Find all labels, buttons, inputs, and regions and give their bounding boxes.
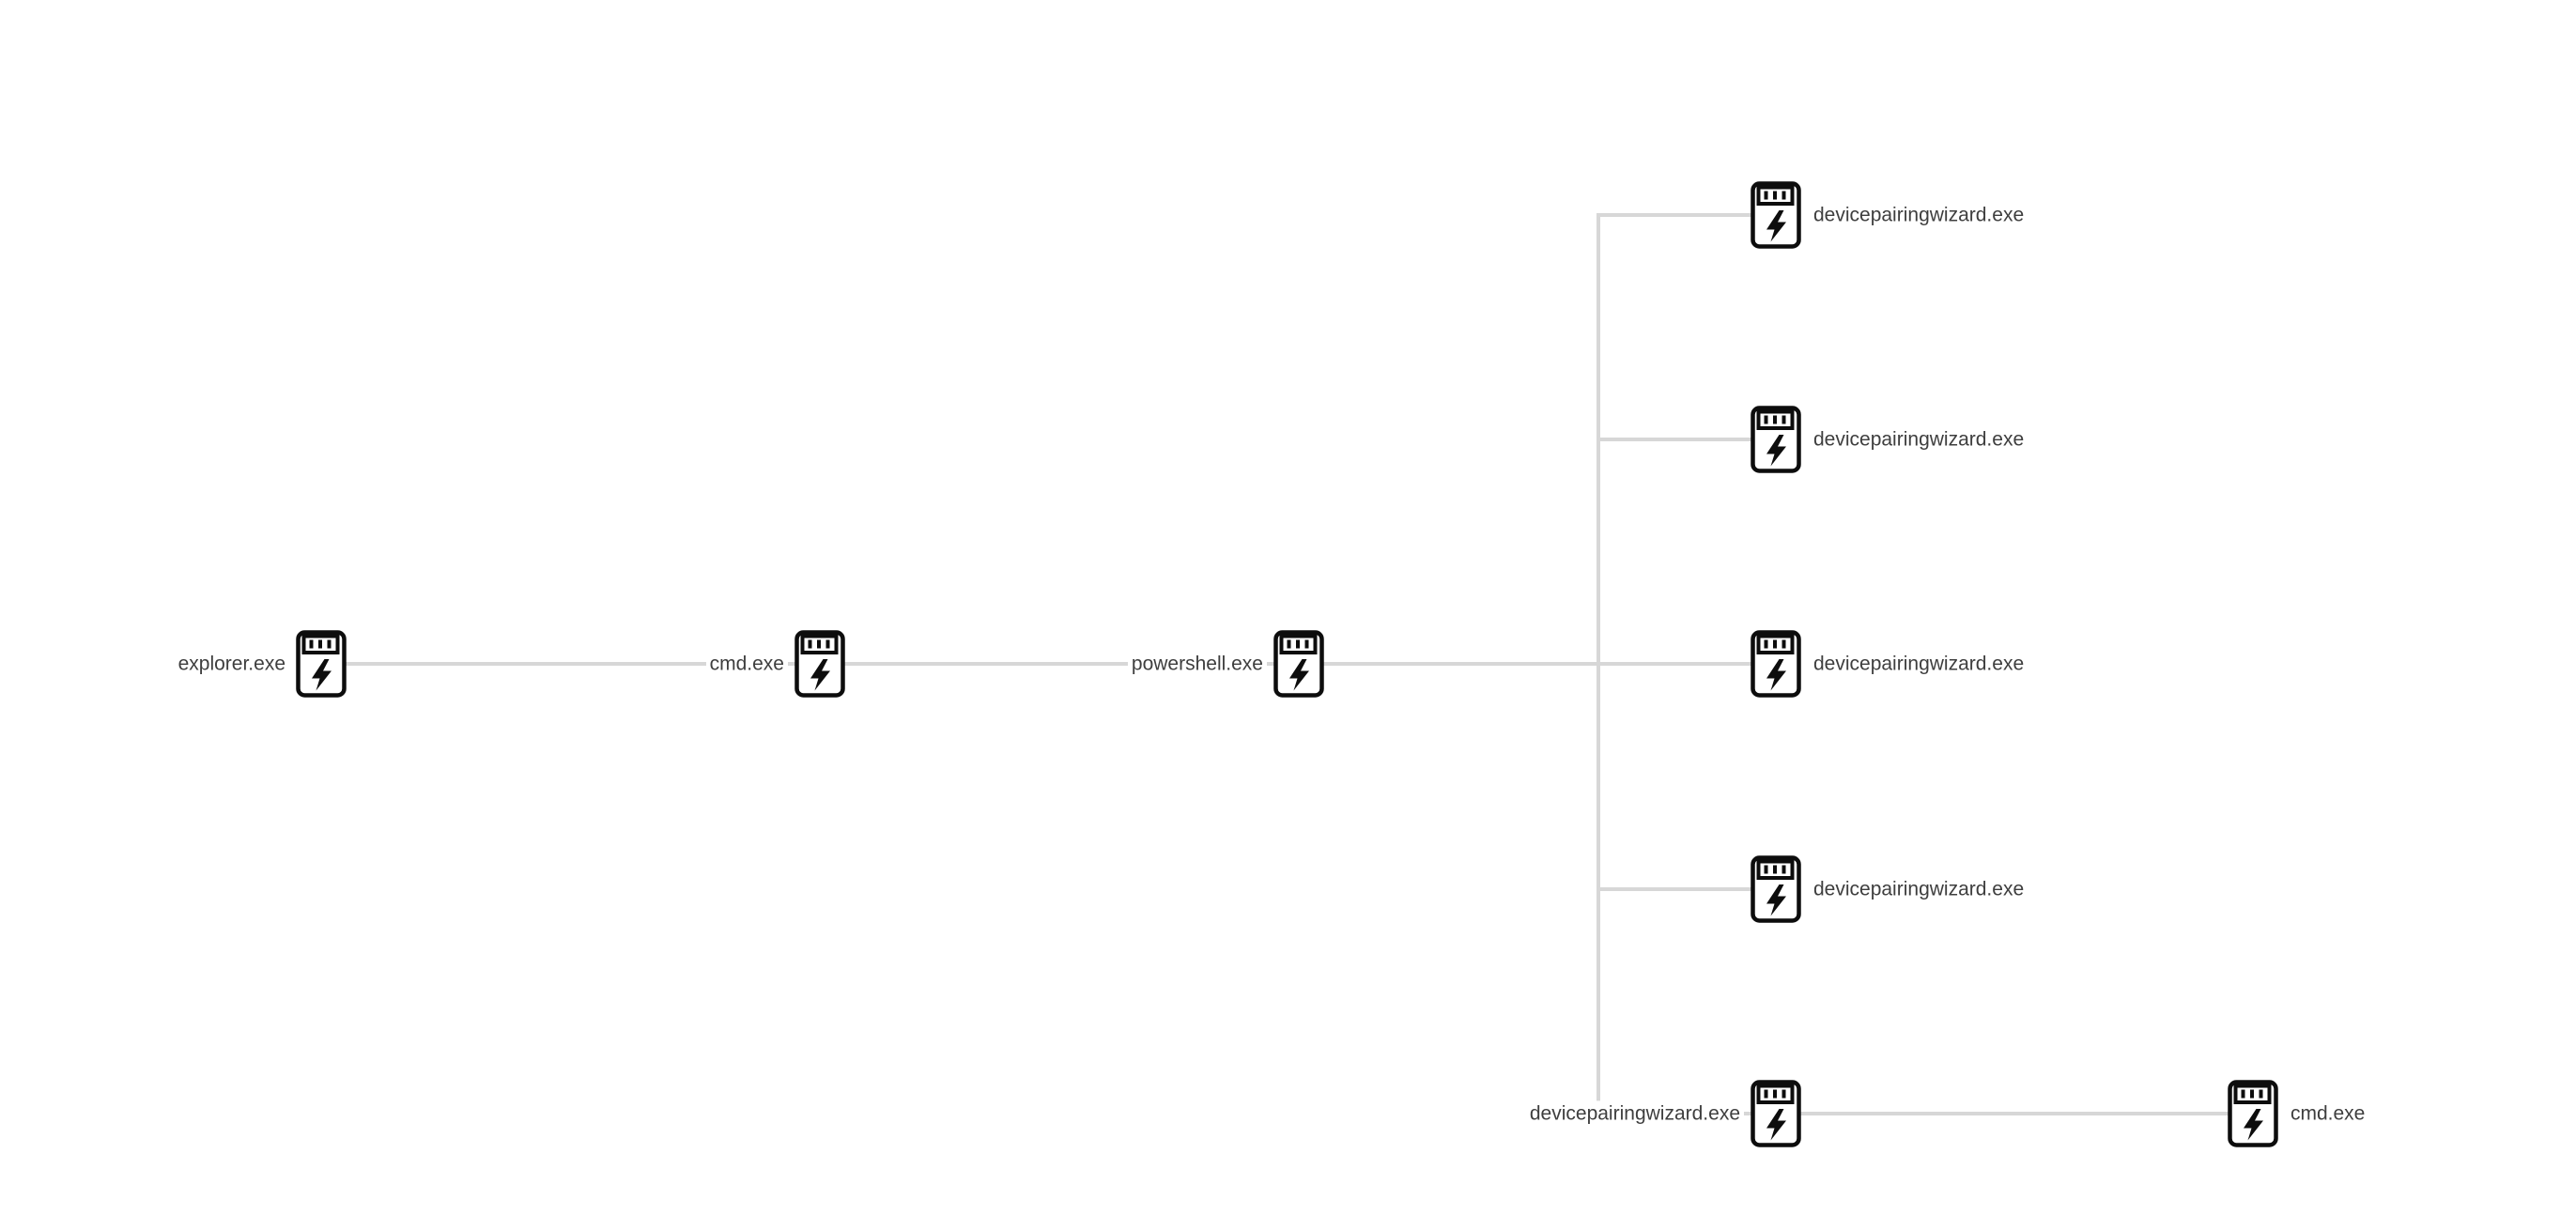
process-device-lightning-icon (1751, 406, 1801, 473)
process-label: devicepairingwizard.exe (1810, 876, 2028, 902)
edge-dpw5-to-cmd2 (1736, 1112, 2254, 1115)
process-device-lightning-icon (2228, 1080, 2278, 1147)
edge-explorer-to-dpw3-spine (320, 662, 1778, 666)
process-node-devicepairingwizard-1[interactable]: devicepairingwizard.exe (1751, 181, 2028, 249)
process-label: devicepairingwizard.exe (1810, 202, 2028, 228)
process-node-powershell[interactable]: powershell.exe (1127, 630, 1324, 698)
edge-branch-dpw2 (1597, 438, 1778, 441)
process-node-explorer[interactable]: explorer.exe (174, 630, 347, 698)
process-node-devicepairingwizard-2[interactable]: devicepairingwizard.exe (1751, 406, 2028, 473)
edge-branch-dpw4 (1597, 887, 1778, 891)
process-device-lightning-icon (1751, 630, 1801, 698)
process-node-cmd-2[interactable]: cmd.exe (2228, 1080, 2369, 1147)
process-node-devicepairingwizard-3[interactable]: devicepairingwizard.exe (1751, 630, 2028, 698)
process-device-lightning-icon (1751, 1080, 1801, 1147)
process-node-devicepairingwizard-4[interactable]: devicepairingwizard.exe (1751, 855, 2028, 923)
process-label: devicepairingwizard.exe (1810, 426, 2028, 453)
process-label: cmd.exe (705, 651, 788, 677)
process-label: cmd.exe (2287, 1100, 2369, 1127)
process-label: explorer.exe (174, 651, 289, 677)
process-label: devicepairingwizard.exe (1525, 1100, 1744, 1127)
process-device-lightning-icon (1273, 630, 1324, 698)
edge-powershell-children-trunk (1597, 213, 1600, 1101)
process-label: devicepairingwizard.exe (1810, 651, 2028, 677)
process-device-lightning-icon (1751, 181, 1801, 249)
process-device-lightning-icon (794, 630, 845, 698)
process-node-devicepairingwizard-5[interactable]: devicepairingwizard.exe (1525, 1080, 1801, 1147)
edge-branch-dpw1 (1597, 213, 1778, 217)
process-node-cmd-1[interactable]: cmd.exe (705, 630, 845, 698)
process-label: powershell.exe (1127, 651, 1267, 677)
process-device-lightning-icon (296, 630, 347, 698)
process-device-lightning-icon (1751, 855, 1801, 923)
